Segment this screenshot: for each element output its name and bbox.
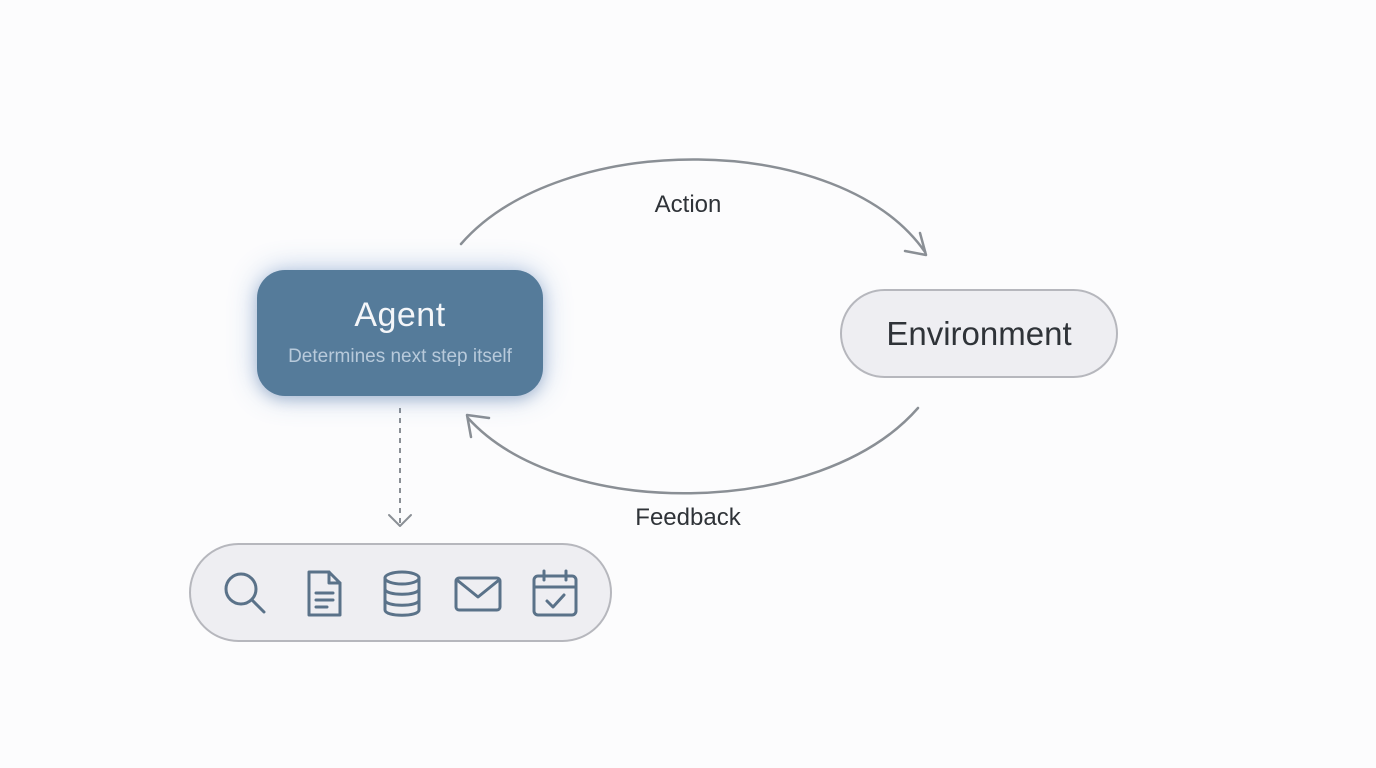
- tools-bar: [189, 543, 612, 642]
- mail-icon: [451, 567, 505, 621]
- document-icon: [297, 567, 351, 621]
- calendar-check-icon: [528, 567, 582, 621]
- agent-node: Agent Determines next step itself: [257, 270, 543, 396]
- feedback-arrow: [466, 406, 920, 495]
- action-arrowhead: [903, 231, 928, 257]
- action-arrow: [459, 158, 927, 254]
- tools-connector-arrowhead: [388, 514, 412, 527]
- environment-label: Environment: [886, 315, 1072, 352]
- feedback-arrowhead: [465, 413, 491, 439]
- agent-subtitle: Determines next step itself: [288, 346, 512, 367]
- agent-title: Agent: [354, 296, 446, 334]
- environment-node: Environment: [840, 289, 1118, 378]
- action-label: Action: [654, 191, 722, 218]
- feedback-label: Feedback: [635, 504, 741, 531]
- search-icon: [219, 567, 273, 621]
- database-icon: [375, 567, 429, 621]
